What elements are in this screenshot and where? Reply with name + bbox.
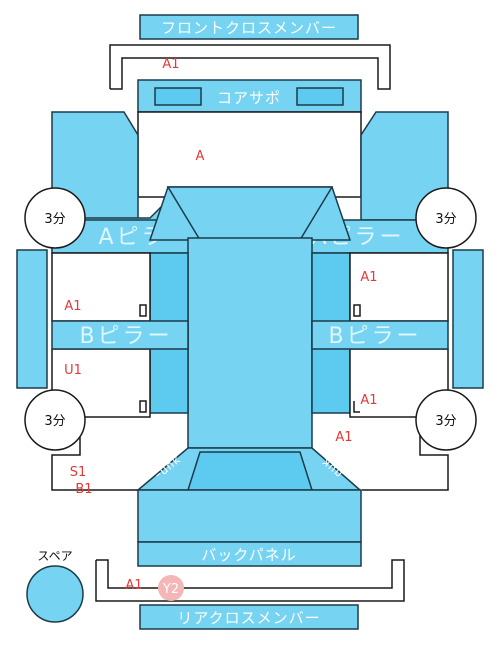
right-side-sill[interactable]: [452, 249, 484, 389]
mark-right-rear-door-a1[interactable]: A1: [360, 393, 377, 408]
mark-left-rear-b1[interactable]: B1: [75, 482, 92, 497]
spare-label: スペア: [37, 549, 72, 563]
left-front-handle: [139, 304, 147, 317]
tire-rear-right-label: 3分: [435, 414, 456, 429]
core-support[interactable]: コアサポ: [137, 79, 362, 113]
left-front-door[interactable]: [51, 252, 151, 322]
b-pillar-right-label: Bピラー: [328, 324, 421, 349]
mark-right-rear-fender-a1[interactable]: A1: [335, 430, 352, 445]
engine-bay[interactable]: [137, 111, 362, 198]
tire-rear-left[interactable]: 3分: [24, 389, 86, 451]
mark-left-rear-door-u1[interactable]: U1: [64, 363, 82, 378]
mark-right-front-door-a1[interactable]: A1: [360, 270, 377, 285]
tire-front-right[interactable]: 3分: [415, 187, 477, 249]
front-cross-member-label: フロントクロスメンバー: [161, 19, 337, 37]
mark-rear-cross-y2-label: Y2: [162, 582, 179, 597]
right-front-handle: [353, 304, 361, 317]
mark-left-rear-s1[interactable]: S1: [70, 465, 87, 480]
tire-front-left[interactable]: 3分: [24, 187, 86, 249]
left-side-sill[interactable]: [16, 249, 48, 389]
front-cross-member[interactable]: フロントクロスメンバー: [139, 14, 359, 40]
mark-rear-cross-y2[interactable]: Y2: [158, 575, 184, 601]
right-front-door[interactable]: [349, 252, 449, 322]
tire-rear-right[interactable]: 3分: [415, 389, 477, 451]
front-bumper-outline[interactable]: [109, 44, 391, 90]
tire-front-right-label: 3分: [435, 212, 456, 227]
rear-cross-member-label: リアクロスメンバー: [177, 609, 320, 627]
left-rear-handle: [139, 400, 147, 413]
b-pillar-right[interactable]: Bピラー: [311, 320, 449, 350]
back-panel[interactable]: バックパネル: [137, 541, 362, 567]
mark-core-a[interactable]: A: [196, 149, 205, 164]
rear-cross-member[interactable]: リアクロスメンバー: [139, 604, 359, 630]
b-pillar-left[interactable]: Bピラー: [51, 320, 189, 350]
tire-rear-left-label: 3分: [44, 414, 65, 429]
mark-left-front-door-a1[interactable]: A1: [64, 299, 81, 314]
tire-front-left-label: 3分: [44, 212, 65, 227]
core-support-label: コアサポ: [217, 89, 281, 107]
rear-body[interactable]: [137, 489, 362, 543]
mark-front-cross-a1[interactable]: A1: [162, 57, 179, 72]
roof-panel[interactable]: [187, 237, 313, 449]
spare-tire[interactable]: スペア: [26, 549, 84, 623]
rear-bumper-outline[interactable]: [95, 559, 405, 602]
right-rear-handle: [353, 401, 360, 413]
back-panel-label: バックパネル: [201, 546, 296, 564]
trunk-center[interactable]: [186, 451, 314, 491]
mark-rear-cross-a1[interactable]: A1: [125, 578, 142, 593]
b-pillar-left-label: Bピラー: [79, 324, 172, 349]
